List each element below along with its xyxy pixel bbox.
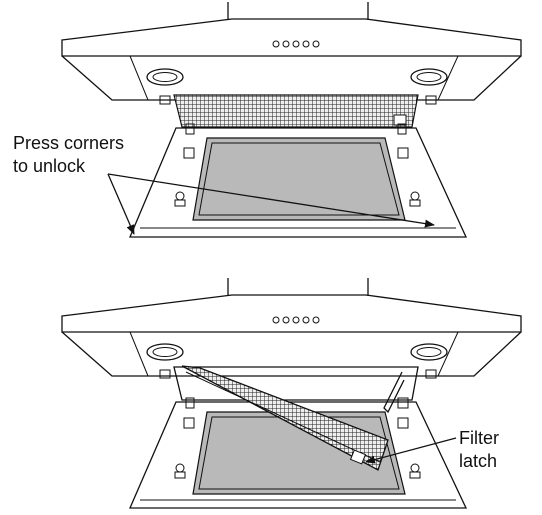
control-button-icon [312, 316, 320, 324]
callout-line: to unlock [13, 156, 86, 176]
hinge-clip-right-icon [397, 369, 437, 429]
light-left-icon [146, 343, 184, 361]
release-lever [383, 371, 405, 414]
latch-knob-left-icon [174, 463, 186, 479]
control-panel [272, 40, 320, 48]
hood-latch-view [61, 278, 522, 509]
control-button-icon [272, 40, 280, 48]
control-button-icon [302, 40, 310, 48]
panel-frame [129, 127, 468, 238]
hinge-clip-left-icon [159, 369, 195, 429]
control-button-icon [292, 316, 300, 324]
panel-frame [129, 401, 468, 509]
pointer-arrow-left [107, 173, 135, 235]
grease-filter-mesh [173, 94, 419, 128]
canopy-top [61, 18, 522, 57]
control-button-icon [282, 316, 290, 324]
control-button-icon [312, 40, 320, 48]
callout-line: Filter [459, 428, 499, 448]
control-button-icon [302, 316, 310, 324]
callout-line: latch [459, 451, 498, 471]
control-panel [272, 316, 320, 324]
control-button-icon [292, 40, 300, 48]
latch-knob-left-icon [174, 191, 186, 207]
panel-glass [192, 137, 406, 221]
control-button-icon [282, 40, 290, 48]
latch-knob-right-icon [409, 463, 421, 479]
light-right-icon [410, 343, 448, 361]
chimney-top [227, 278, 369, 296]
canopy-underside [61, 331, 522, 377]
control-button-icon [272, 316, 280, 324]
callout-line: Press corners [13, 133, 125, 153]
canopy-underside [61, 55, 522, 101]
hinge-clip-right-icon [397, 95, 437, 159]
filter-latch-callout: Filter latch [459, 427, 499, 473]
pointer-arrow-latch [365, 437, 457, 464]
filter-handle [393, 114, 407, 126]
light-right-icon [410, 68, 448, 86]
chimney-top [227, 2, 369, 20]
hinge-clip-left-icon [159, 95, 195, 159]
latch-knob-right-icon [409, 191, 421, 207]
light-left-icon [146, 68, 184, 86]
filter-opening [173, 366, 419, 401]
canopy-top [61, 294, 522, 333]
hood-unlock-view [61, 2, 522, 238]
pointer-arrow-right [107, 173, 435, 228]
filter-latch-handle [349, 449, 367, 465]
press-corners-callout: Press corners to unlock [13, 132, 124, 178]
